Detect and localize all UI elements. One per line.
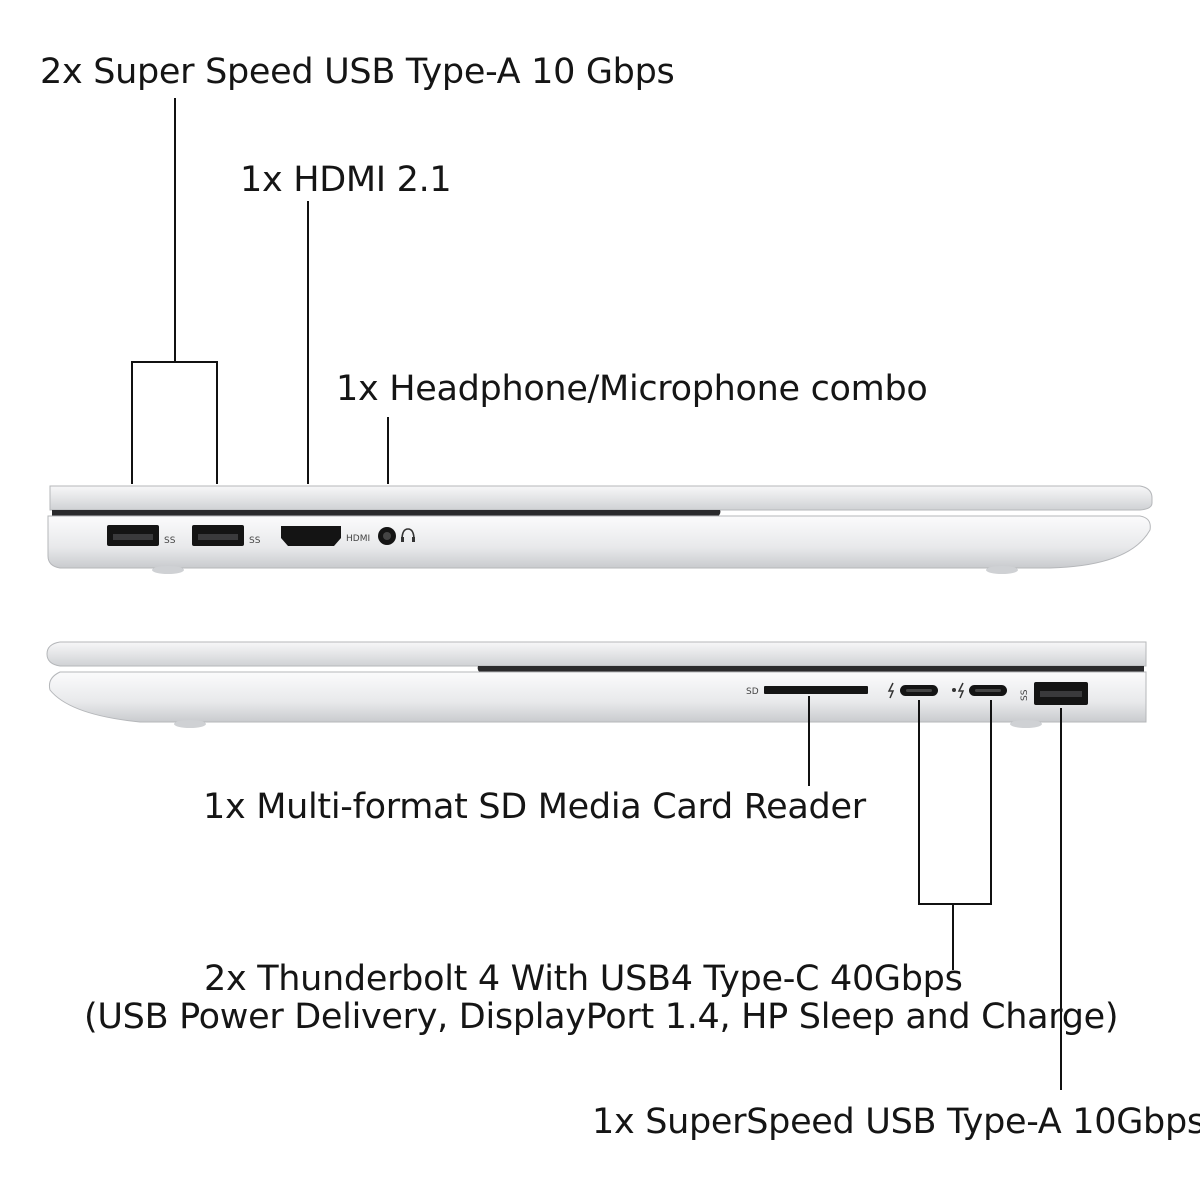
headphone-icon (401, 528, 415, 542)
sd-marking: SD (746, 687, 759, 697)
hdmi-marking: HDMI (346, 534, 370, 544)
label-hdmi: 1x HDMI 2.1 (240, 160, 452, 200)
right-side-view: SD SS (46, 641, 1147, 728)
usb-a-port (192, 525, 244, 546)
power-dot-icon (952, 688, 956, 692)
callout-lines-top (131, 98, 389, 484)
hdmi-port (281, 526, 341, 546)
label-thunderbolt-line1: 2x Thunderbolt 4 With USB4 Type-C 40Gbps (204, 959, 963, 999)
label-thunderbolt-line2: (USB Power Delivery, DisplayPort 1.4, HP… (84, 997, 1119, 1037)
label-headphone: 1x Headphone/Microphone combo (336, 369, 928, 409)
lid-left-view (49, 485, 1153, 511)
foot (1010, 720, 1042, 728)
usb-ss-marking: SS (164, 536, 176, 546)
usb-ss-marking: SS (249, 536, 261, 546)
left-side-view: SS SS HDMI (47, 485, 1153, 574)
thunderbolt-icon (957, 682, 965, 699)
base-right-view (49, 671, 1147, 723)
foot (986, 566, 1018, 574)
foot (152, 566, 184, 574)
foot (174, 720, 206, 728)
usb-a-port (1034, 682, 1088, 705)
lid-right-view (46, 641, 1147, 667)
label-usb-a-left: 2x Super Speed USB Type-A 10 Gbps (40, 52, 675, 92)
usb-ss-marking: SS (1020, 689, 1030, 701)
sd-card-slot (764, 686, 868, 694)
label-usb-a-right: 1x SuperSpeed USB Type-A 10Gbps (592, 1102, 1200, 1142)
label-sd-reader: 1x Multi-format SD Media Card Reader (203, 787, 866, 827)
usb-a-port (107, 525, 159, 546)
thunderbolt-icon (887, 682, 895, 699)
callout-lines-bottom (808, 696, 1062, 1090)
